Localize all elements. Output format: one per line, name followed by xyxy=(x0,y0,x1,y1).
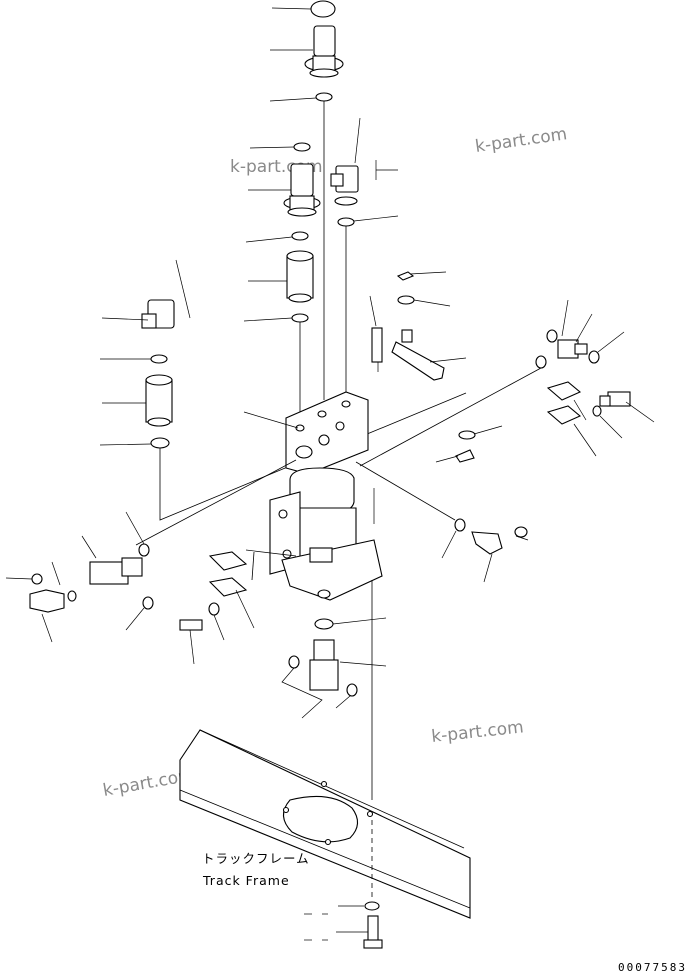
left-valve-stack xyxy=(99,259,467,521)
right-valve-stack xyxy=(330,117,399,405)
right-fittings xyxy=(355,299,655,583)
top-plug-stack xyxy=(269,0,344,400)
left-lower-fittings xyxy=(5,511,154,643)
frame-label-japanese: トラックフレーム xyxy=(202,851,310,866)
watermark: k-part.com xyxy=(474,124,568,157)
frame-label-english: Track Frame xyxy=(202,873,290,888)
pin-and-lever xyxy=(369,271,503,463)
document-number: 00077583 xyxy=(618,961,687,974)
track-frame-plate xyxy=(179,729,471,919)
bottom-bolt xyxy=(304,901,383,949)
watermark: k-part.com xyxy=(430,717,524,747)
left-center-valve-stack xyxy=(243,142,321,420)
lower-valve xyxy=(281,580,387,800)
clamps-and-bolt xyxy=(179,551,255,665)
swivel-joint-body xyxy=(135,391,383,601)
